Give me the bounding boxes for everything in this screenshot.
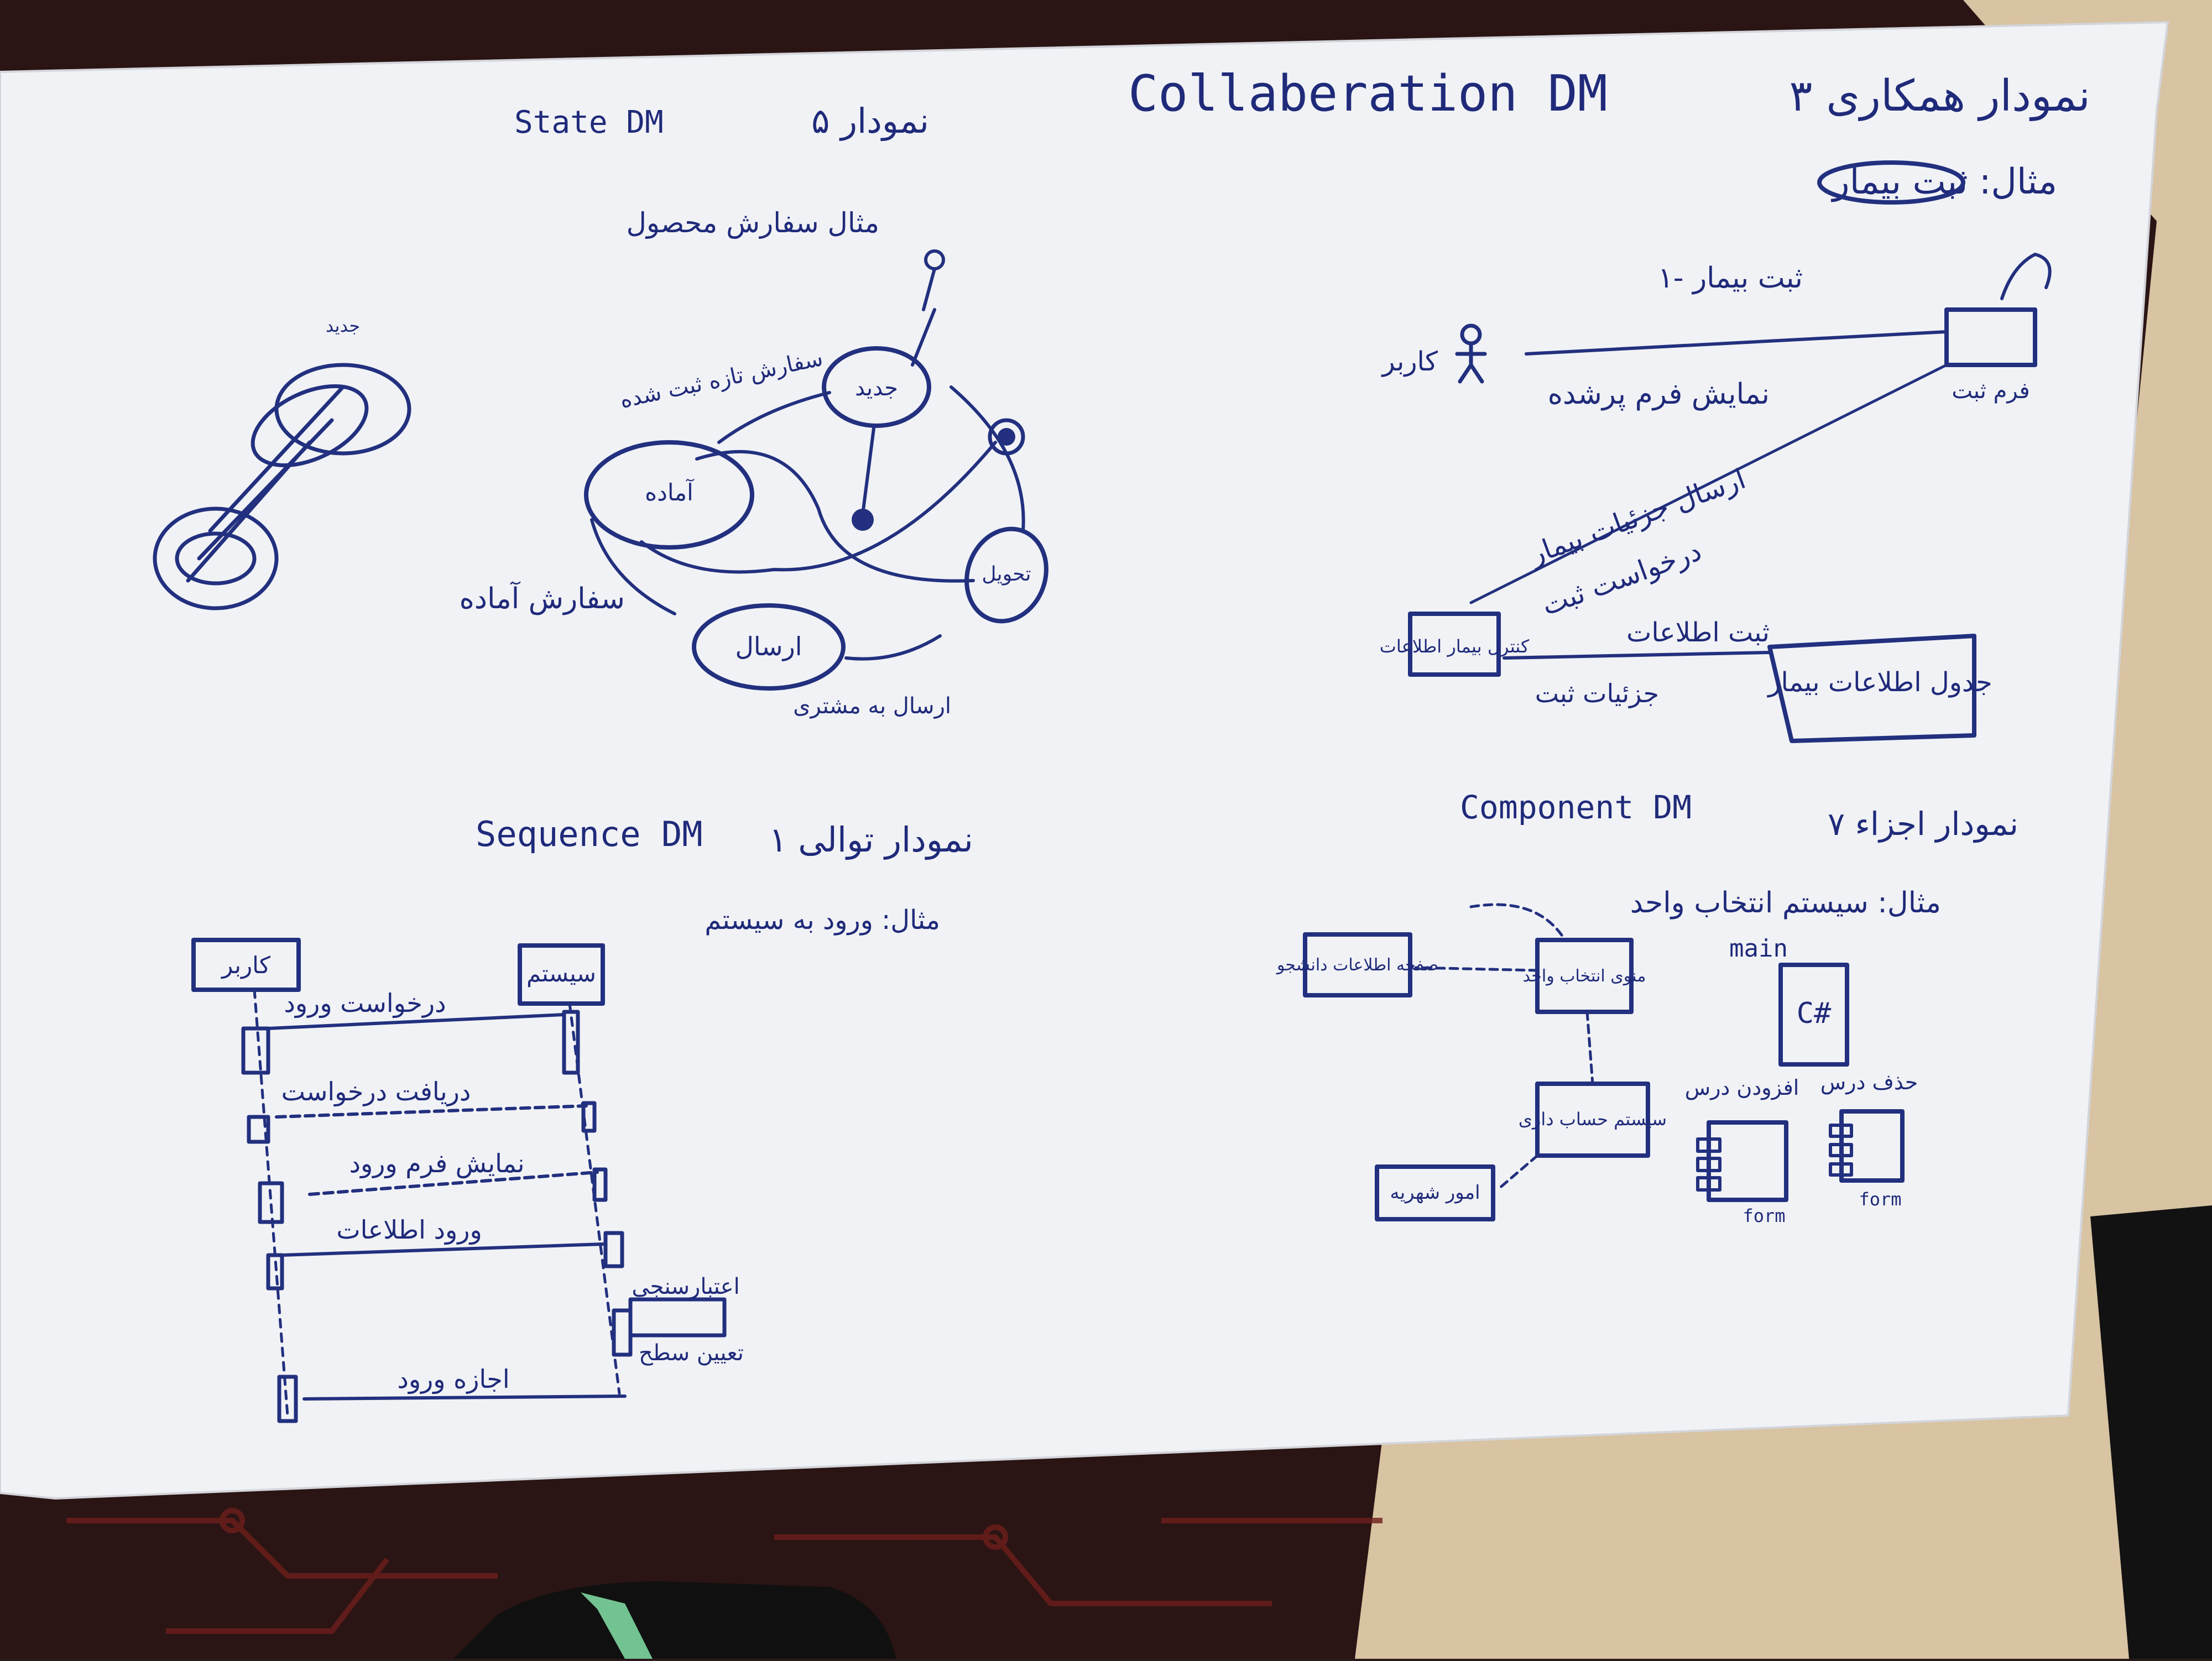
component-heading-latin: Component DM [1460,788,1692,826]
msg6-label: جزئیات ثبت [1535,678,1659,709]
form-label: فرم ثبت [1952,378,2030,404]
lifeline-right-box [518,943,605,1006]
state-delivered-label: تحویل [982,563,1031,586]
state-heading-persian: ۵ نمودار [811,101,929,141]
scribble-label: جدید [326,315,360,336]
msg2-label: نمایش فرم پرشده [1548,378,1770,411]
table-label: جدول اطلاعات بیمار [1767,667,1992,698]
sequence-example: مثال: ورود به سیستم [705,905,940,936]
state-sent-label: ارسال [735,631,802,661]
add-course-label: افزودن درس [1685,1075,1799,1100]
finance-label: امور شهریه [1390,1182,1480,1204]
finance-box [1375,1164,1495,1221]
sequence-arrows [267,1013,627,1401]
seq-msg-5: اعتبارسنجی [632,1274,739,1299]
seq-msg-3: نمایش فرم ورود [349,1148,524,1179]
link-form-control [1469,363,1948,604]
lifeline-left-box [191,938,301,992]
csharp-box [1778,963,1849,1067]
state-edges [590,308,1025,661]
device-glow [581,1592,653,1659]
state-sent [692,603,846,691]
scribble-above-form [2000,253,2052,300]
scribble-mark [1817,160,1965,205]
actor-stick-figure-icon [1455,323,1487,384]
collaboration-heading-latin: Collaberation DM [1128,65,1608,123]
accounting-label: سیستم حساب داری [1519,1109,1667,1130]
component-section: Component DM ۷ نمودار اجزاء مثال: سیستم … [1276,788,2018,1226]
control-box [1408,612,1501,677]
actor-label: کاربر [1381,346,1438,377]
student-info-label: صفحه اطلاعات دانشجو [1276,955,1438,975]
msg5-label: ثبت اطلاعات [1626,617,1770,648]
student-info-box [1303,932,1412,997]
form-box [1944,307,2037,367]
unit-select-label: منوی انتخاب واحد [1523,967,1646,986]
mat-pattern [66,1508,1383,1634]
seq-msg-1: درخواست ورود [284,988,446,1018]
collaboration-heading-persian: ۳ نمودار همکاری [1790,71,2090,122]
table-box [1767,634,1976,743]
form1-label: form [1743,1205,1785,1226]
control-label: کنترل بیمار اطلاعات [1380,636,1530,657]
link-actor-form [1525,330,1948,356]
device [453,1581,896,1659]
dark-object-right [2090,1205,2212,1659]
component-example: مثال: سیستم انتخاب واحد [1630,886,1941,920]
state-new [822,346,931,428]
form2-label: form [1859,1189,1901,1210]
seq-msg-2: دریافت درخواست [281,1077,471,1107]
add-course-component-icon [1707,1120,1788,1202]
seq-msg-7: اجازه ورود [397,1364,509,1394]
unit-select-box [1535,938,1634,1014]
state-ready [584,440,754,550]
csharp-label: C# [1797,997,1832,1030]
state-ready-label: آماده [645,478,695,506]
lifeline-left-label: کاربر [221,952,270,979]
top-stick-icon [922,249,945,311]
component-heading-persian: ۷ نمودار اجزاء [1828,805,2018,843]
lifeline-right-label: سیستم [526,960,596,988]
component-dependencies [1414,903,1594,1190]
state-new-label: جدید [855,375,898,401]
msg1-label: ۱- ثبت بیمار [1658,262,1803,295]
paper-sheet [0,22,2168,1498]
initial-node-icon [852,509,874,531]
remove-course-label: حذف درس [1820,1070,1918,1094]
seq-msg-4: ورود اطلاعات [336,1215,482,1245]
sequence-heading-latin: Sequence DM [476,814,703,854]
main-label: main [1729,934,1788,963]
edge3-label: ارسال به مشتری [793,693,951,719]
activation-bars [241,1010,727,1423]
link-control-table [1503,651,1771,660]
edge2-label: سفارش آماده [460,581,625,615]
state-heading-latin: State DM [514,105,664,140]
scribble-cluster [153,363,411,610]
sequence-heading-persian: ۱ نمودار توالی [769,819,973,860]
seq-msg-6: تعیین سطح [639,1340,744,1366]
sequence-section: Sequence DM ۱ نمودار توالی مثال: ورود به… [191,814,973,1423]
state-example: مثال سفارش محصول [627,207,879,239]
